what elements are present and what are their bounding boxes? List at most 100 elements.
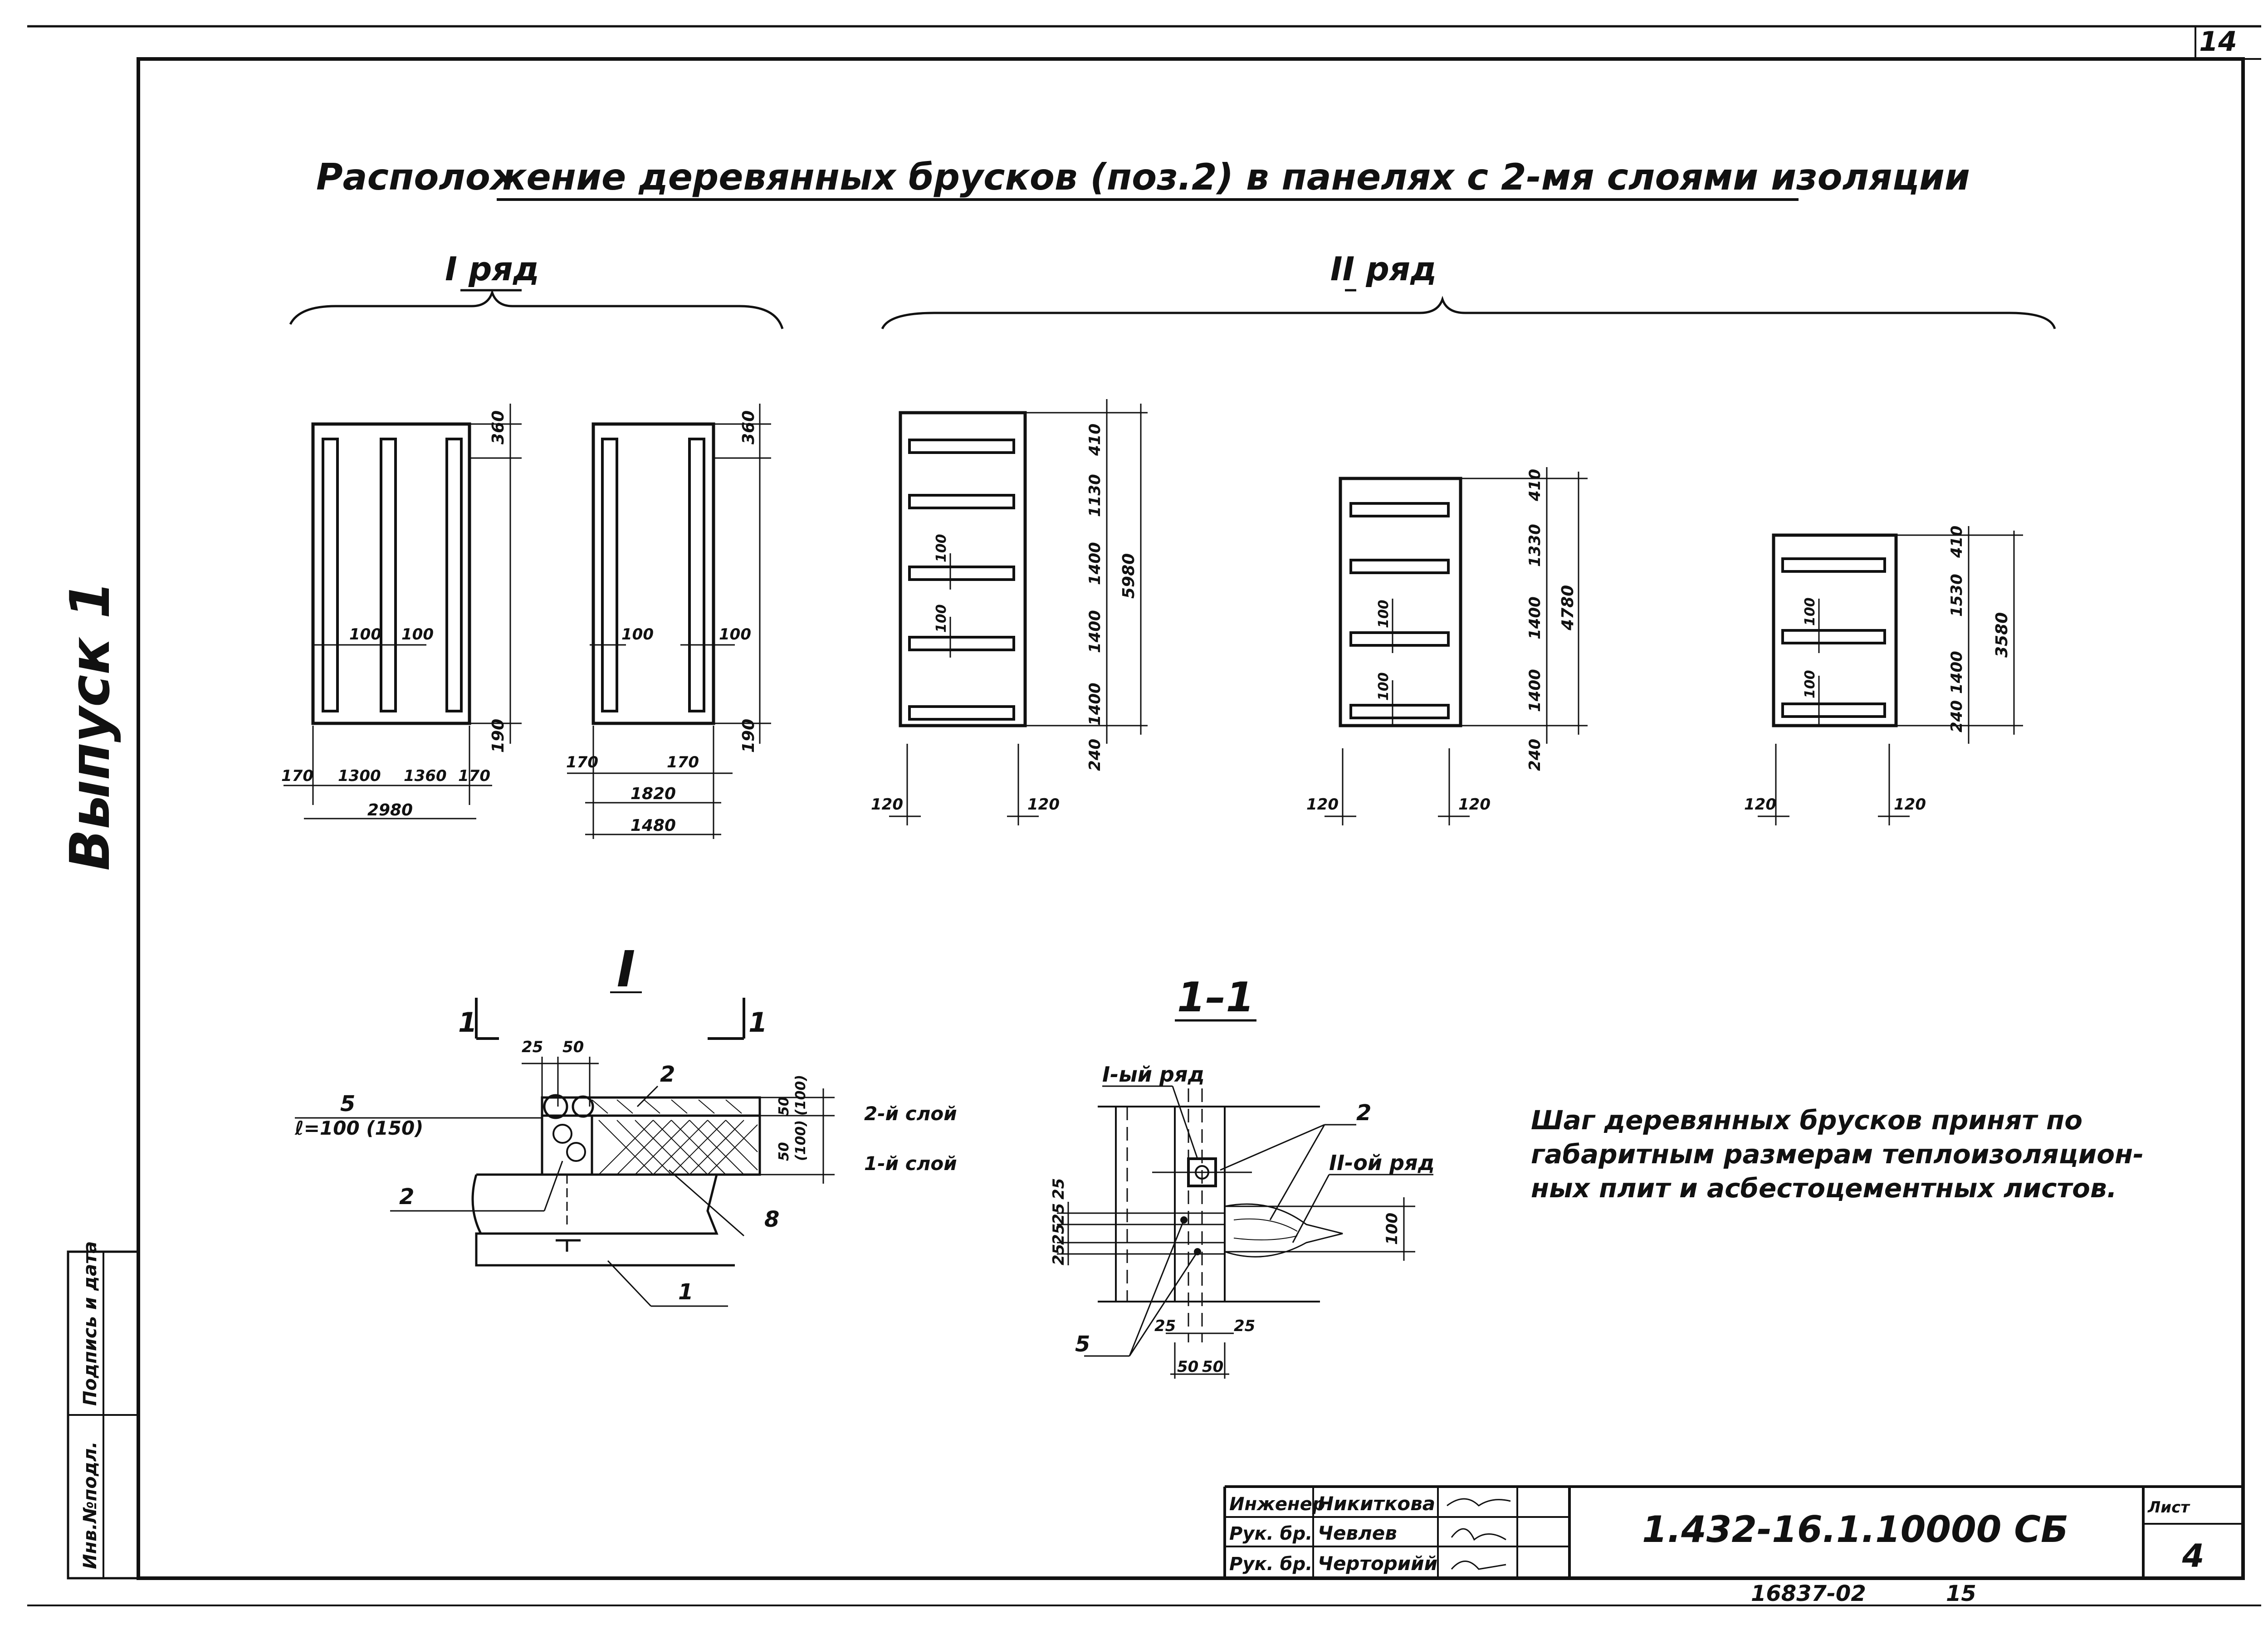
row2-panel-b	[1325, 467, 1588, 825]
detail-I-drawing	[295, 998, 835, 1307]
row2-panel-b-dim-120a: 120	[1306, 795, 1339, 814]
row2-panel-a-dim-240: 240	[1086, 739, 1104, 771]
row1-panel-b-dim-1480: 1480	[631, 816, 676, 835]
row2-panel-a-dim-1400a: 1400	[1086, 542, 1104, 585]
title-block-sheet-no: 4	[2182, 1537, 2204, 1575]
note-line-1: Шаг деревянных брусков принят по	[1531, 1105, 2082, 1136]
section-1-1-dim-25c: 25	[1050, 1244, 1068, 1265]
row2-panel-a-dim-100a: 100	[934, 534, 949, 562]
detail-I-layer-1: 1-й слой	[864, 1152, 957, 1175]
detail-I-cut-right: 1	[748, 1007, 767, 1039]
row2-panel-b-dim-1400a: 1400	[1526, 596, 1544, 639]
title-block-doc-code: 1.432-16.1.10000 СБ	[1642, 1508, 2068, 1551]
note-line-2: габаритным размерам теплоизоляцион-	[1531, 1139, 2144, 1170]
detail-I-dim-100-bottom: (100)	[793, 1120, 809, 1161]
note-line-3: ных плит и асбестоцементных листов.	[1531, 1173, 2117, 1204]
row2-panel-a-dim-1130: 1130	[1086, 474, 1104, 517]
row1-panel-a	[284, 404, 522, 819]
row2-panel-a-dim-1400c: 1400	[1086, 683, 1104, 726]
section-1-1-dim-25d: 25	[1050, 1224, 1068, 1245]
row2-label: II ряд	[1330, 250, 1437, 288]
title-block-sheet-label: Лист	[2147, 1498, 2190, 1517]
section-1-1-dim-100: 100	[1383, 1213, 1401, 1245]
row2-panel-c-dim-1400: 1400	[1948, 651, 1966, 694]
row2-panel-a-dim-120a: 120	[871, 795, 903, 814]
row2-panel-c-dim-240: 240	[1948, 700, 1966, 732]
sheet-corner-number: 14	[2199, 26, 2237, 58]
section-1-1-drawing	[1057, 1085, 1433, 1379]
detail-I-title: I	[617, 940, 635, 998]
row1-panel-b-dim-360: 360	[739, 410, 758, 444]
row1-panel-a-dim-2980: 2980	[367, 801, 413, 819]
row1-panel-b-dim-170b: 170	[667, 753, 699, 771]
row1-panel-a-dim-100a: 100	[349, 625, 381, 644]
row2-panel-b-dim-100a: 100	[1376, 600, 1392, 628]
row1-panel-a-dim-170a: 170	[281, 767, 313, 785]
row2-panel-b-dim-1400b: 1400	[1526, 669, 1544, 712]
row2-panel-a-dim-100b: 100	[934, 604, 949, 633]
row2-panel-c-dim-120b: 120	[1894, 795, 1926, 814]
row2-panel-b-dim-100b: 100	[1376, 672, 1392, 701]
row1-panel-b	[567, 404, 771, 839]
section-1-1-dim-25b: 25	[1050, 1178, 1068, 1200]
detail-I-callout-2-left: 2	[399, 1184, 414, 1210]
detail-I-callout-8: 8	[764, 1207, 779, 1232]
row1-panel-a-dim-190: 190	[489, 719, 508, 753]
row2-panel-b-dim-4780: 4780	[1559, 585, 1577, 631]
detail-I-dim-50: 50	[562, 1038, 584, 1056]
stamp-inv-no: Инв.№подл.	[80, 1441, 101, 1569]
note-block: Шаг деревянных брусков принят по габарит…	[1531, 1105, 2144, 1204]
row2-panel-c-dim-100b: 100	[1802, 670, 1818, 698]
row2-panel-c-dim-120a: 120	[1744, 795, 1776, 814]
detail-I-dim-50-top: 50	[776, 1097, 792, 1116]
title-block-name-3: Черторийй	[1318, 1552, 1437, 1575]
title-block	[1223, 1485, 2243, 1578]
section-1-1-callout-2: 2	[1356, 1100, 1371, 1126]
row1-panel-b-dim-190: 190	[739, 719, 758, 753]
row1-panel-b-dim-1820: 1820	[631, 785, 676, 803]
title-block-archive-no: 16837-02	[1751, 1581, 1866, 1606]
row2-panel-a	[889, 399, 1148, 825]
section-1-1-dim-25e: 25	[1154, 1317, 1176, 1335]
section-1-1-dim-25a: 25	[1050, 1203, 1068, 1224]
row2-panel-b-dim-1330: 1330	[1526, 524, 1544, 567]
title-block-name-1: Никиткова	[1318, 1493, 1435, 1515]
section-1-1-title: 1–1	[1177, 974, 1254, 1021]
detail-I-dim-25: 25	[522, 1038, 543, 1056]
sheet-frame	[27, 25, 2261, 1606]
row2-panel-a-dim-5980: 5980	[1119, 553, 1138, 599]
row2-panel-c	[1758, 526, 2023, 825]
section-1-1-label-row2: II-ой ряд	[1329, 1151, 1435, 1175]
detail-I-callout-l: ℓ=100 (150)	[294, 1117, 423, 1139]
row2-panel-b-dim-240: 240	[1526, 739, 1544, 771]
row1-label: I ряд	[445, 250, 539, 288]
section-1-1-callout-5: 5	[1075, 1332, 1090, 1357]
row2-panel-a-dim-120b: 120	[1027, 795, 1060, 814]
detail-I-callout-2-top: 2	[660, 1062, 675, 1087]
row1-panel-a-dim-170b: 170	[458, 767, 490, 785]
row1-panel-b-dim-100a: 100	[621, 625, 654, 644]
row1-panel-a-dim-1300: 1300	[338, 767, 381, 785]
side-label: Выпуск 1	[59, 581, 122, 871]
row1-panel-b-dim-170a: 170	[566, 753, 598, 771]
stamp-sign-date: Подпись и дата	[80, 1241, 101, 1406]
section-1-1-dim-50b: 50	[1202, 1358, 1223, 1376]
title-block-role-1: Инженер	[1229, 1494, 1325, 1515]
detail-I-callout-1: 1	[678, 1279, 693, 1305]
detail-I-dim-50-bottom: 50	[776, 1142, 792, 1161]
row2-panel-a-dim-410: 410	[1086, 424, 1104, 456]
row1-panel-a-dim-360: 360	[489, 410, 508, 444]
margin-stamp: Подпись и дата Инв.№подл.	[67, 1241, 140, 1580]
row1-panel-a-dim-100b: 100	[401, 625, 434, 644]
row1-brace	[289, 289, 784, 329]
section-1-1-label-row1: I-ый ряд	[1102, 1062, 1205, 1087]
title-block-name-2: Чевлев	[1318, 1522, 1397, 1544]
detail-I-cut-left: 1	[458, 1007, 477, 1039]
row2-panel-c-dim-3580: 3580	[1993, 612, 2011, 658]
row1-panel-a-dim-1360: 1360	[404, 767, 447, 785]
row1-panel-b-dim-100b: 100	[719, 625, 751, 644]
detail-I-callout-5: 5	[340, 1091, 355, 1117]
section-1-1-dim-50a: 50	[1177, 1358, 1198, 1376]
drawing-title: Расположение деревянных брусков (поз.2) …	[316, 156, 1970, 198]
